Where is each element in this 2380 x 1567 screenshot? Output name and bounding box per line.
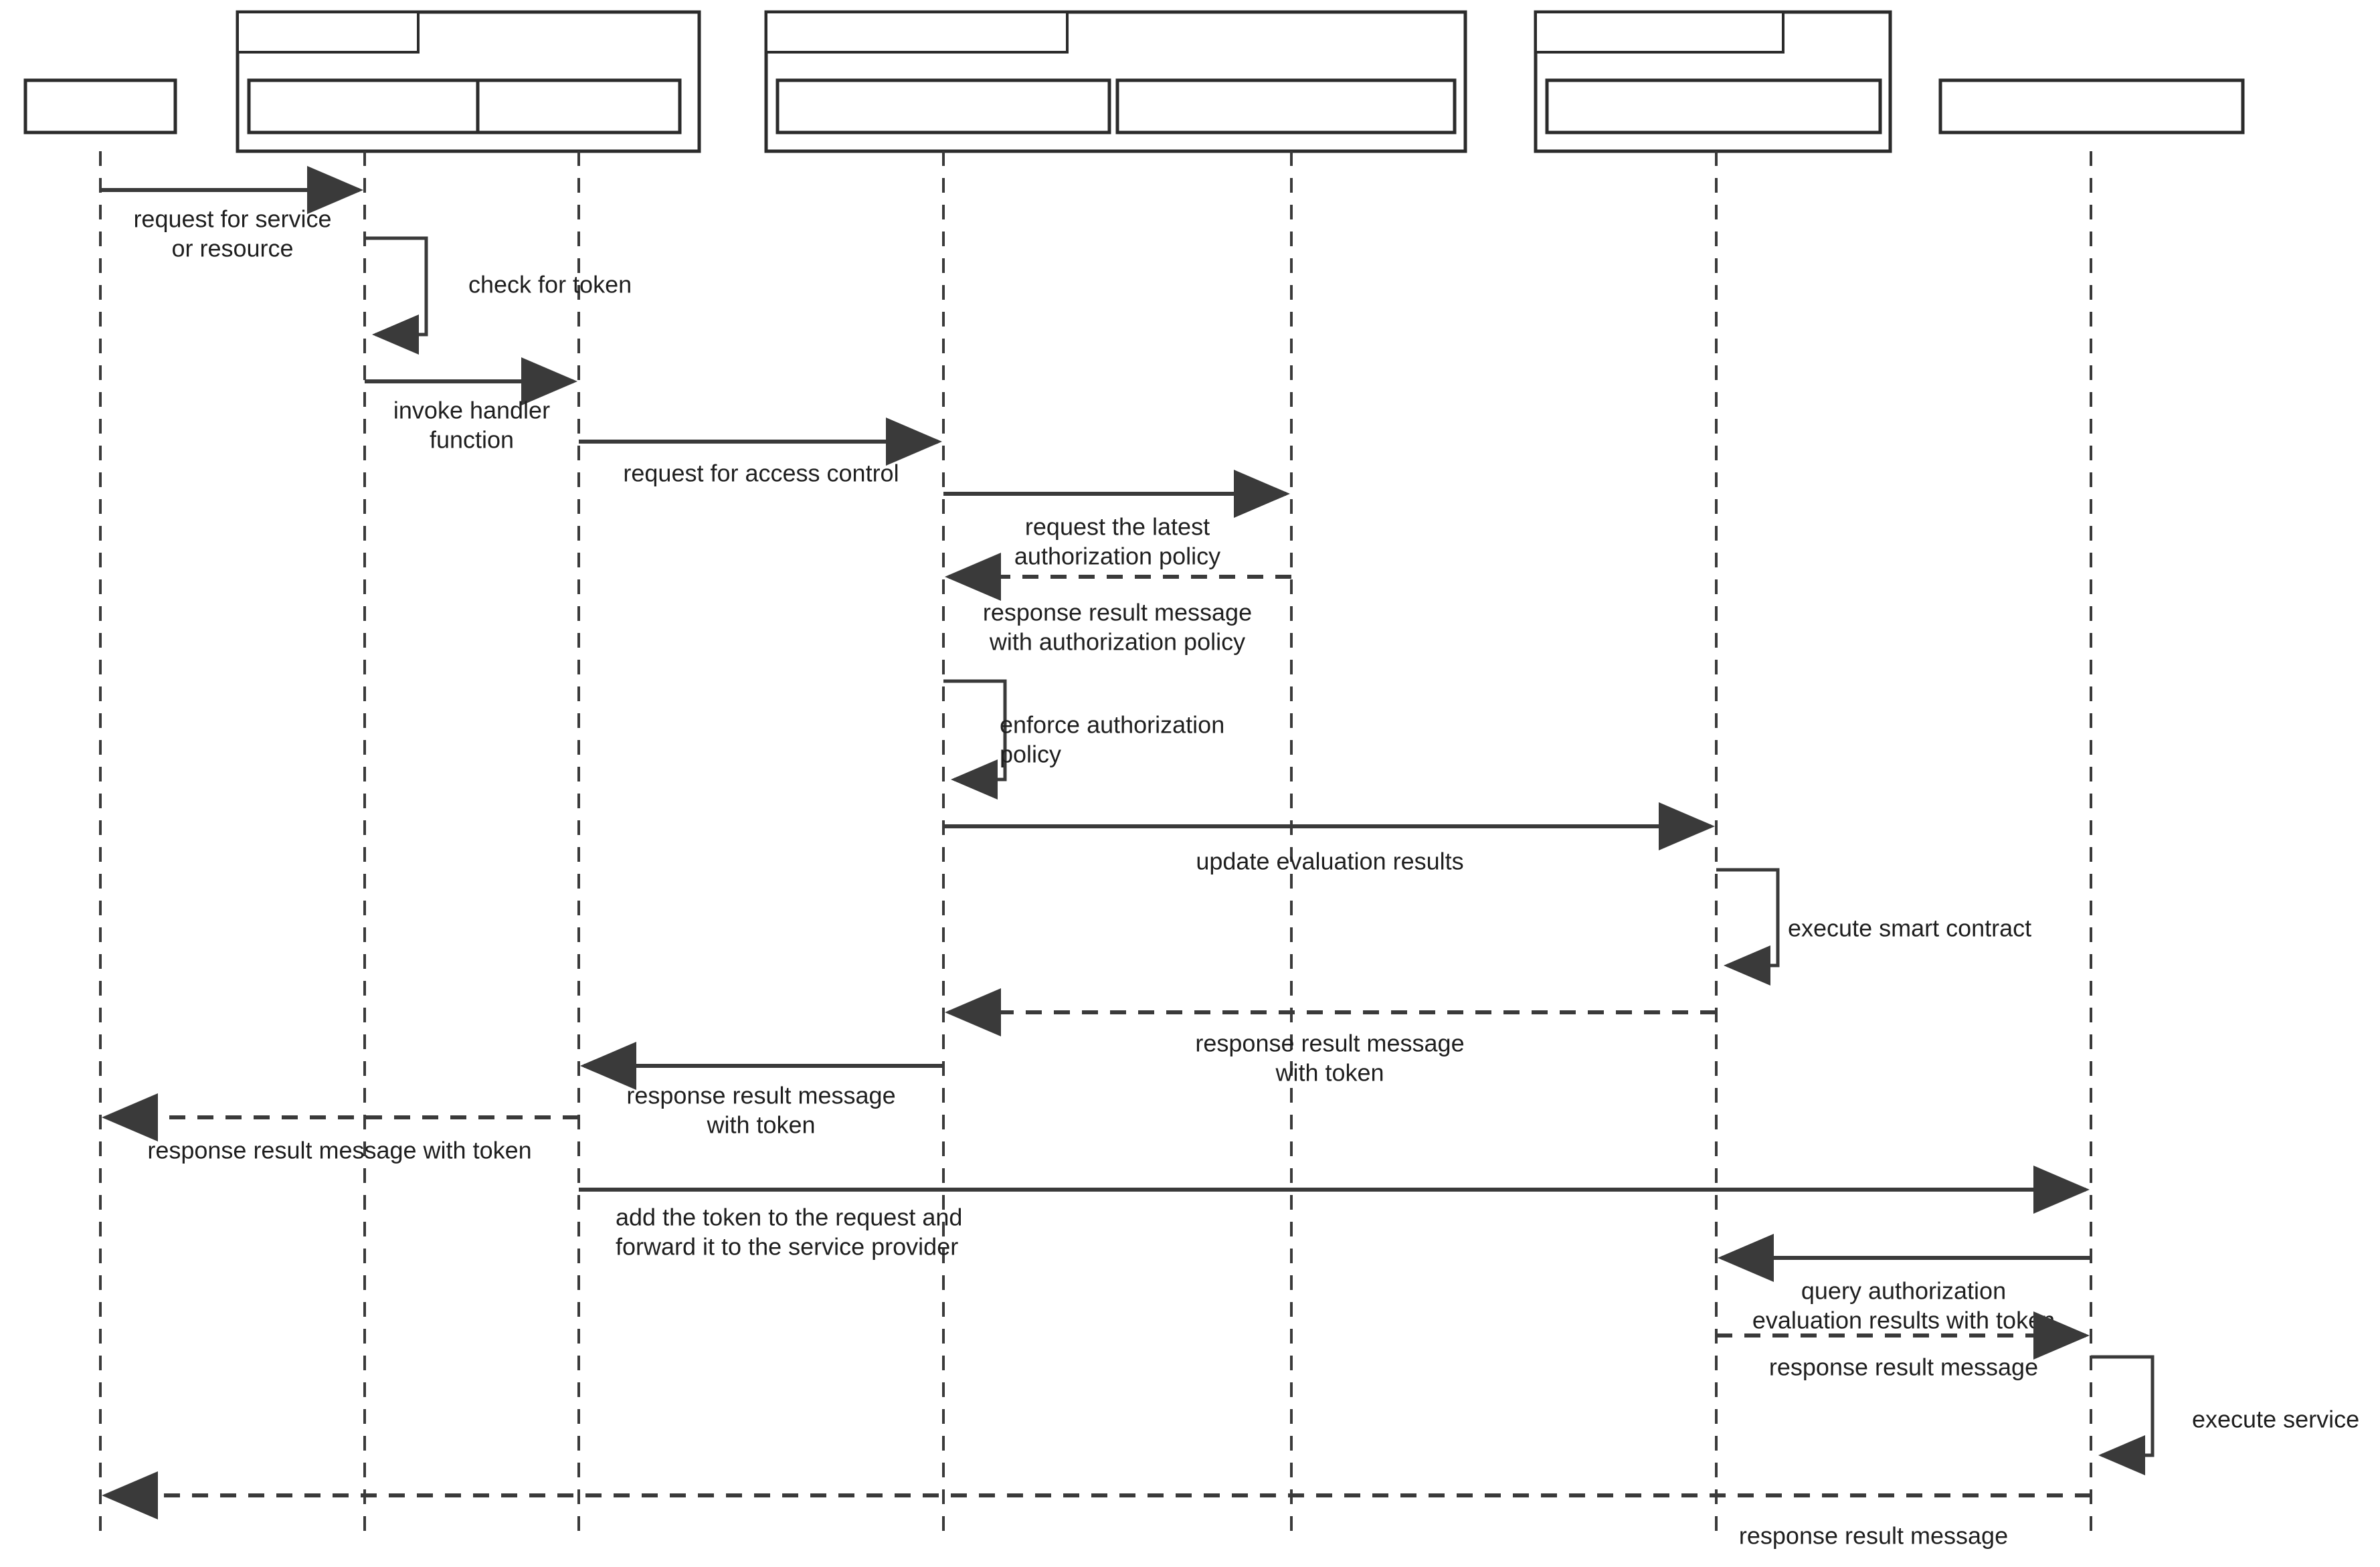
message-label: execute smart contract xyxy=(1788,915,2031,942)
message-label: execute service xyxy=(2192,1406,2359,1433)
message-label: response result message xyxy=(1769,1354,2038,1381)
actor-access-control[interactable] xyxy=(775,78,1111,134)
actor-service-provider[interactable] xyxy=(1938,78,2245,134)
self-message-arrow xyxy=(943,679,1007,800)
message-m12[interactable]: response result message with token xyxy=(102,1093,579,1164)
group-title-tab xyxy=(236,11,420,54)
actor-device[interactable] xyxy=(23,78,177,134)
actor-smart-contract[interactable] xyxy=(1545,78,1882,134)
actor-handler[interactable] xyxy=(476,78,682,134)
group-title-tab xyxy=(765,11,1069,54)
actor-box xyxy=(1545,78,1882,134)
message-label: invoke handler xyxy=(393,397,550,424)
actor-box xyxy=(247,78,482,134)
actor-box xyxy=(775,78,1111,134)
self-message-arrow xyxy=(365,236,428,355)
message-label: query authorization xyxy=(1801,1277,2006,1305)
group-title-tab xyxy=(1534,11,1784,54)
message-m2[interactable]: check for token xyxy=(365,236,632,355)
actor-box xyxy=(23,78,177,134)
message-label: with authorization policy xyxy=(989,628,1245,656)
message-label: function xyxy=(430,426,514,454)
message-label: or resource xyxy=(171,235,293,262)
message-label: request the latest xyxy=(1025,513,1210,541)
group-boxes-layer xyxy=(236,10,1892,153)
message-label: authorization policy xyxy=(1014,543,1220,570)
message-m9[interactable]: execute smart contract xyxy=(1716,868,2031,986)
message-m15[interactable]: response result message xyxy=(1716,1311,2090,1381)
message-label: forward it to the service provider xyxy=(616,1233,958,1261)
actor-box xyxy=(1115,78,1457,134)
actor-box xyxy=(1938,78,2245,134)
self-message-arrow xyxy=(2091,1355,2155,1475)
message-m4[interactable]: request for access control xyxy=(579,418,942,487)
message-label: response result message xyxy=(983,599,1252,626)
message-label: response result message xyxy=(626,1082,895,1109)
message-label: enforce authorization xyxy=(1000,711,1224,739)
message-m16[interactable]: execute service xyxy=(2091,1355,2359,1475)
lifelines-layer xyxy=(99,151,2092,1539)
message-label: evaluation results with token xyxy=(1752,1307,2055,1334)
message-label: request for service xyxy=(133,205,331,233)
message-label: with token xyxy=(706,1111,815,1139)
message-label: response result message with token xyxy=(147,1137,531,1164)
message-m8[interactable]: update evaluation results xyxy=(943,802,1715,875)
message-label: add the token to the request and xyxy=(616,1204,962,1231)
actor-boxes-layer xyxy=(23,78,2245,134)
message-label: check for token xyxy=(468,271,632,298)
message-label: request for access control xyxy=(623,460,899,487)
self-message-arrow xyxy=(1716,868,1780,986)
message-label: response result message xyxy=(1739,1522,2008,1550)
group-hyperledger-fabric xyxy=(1534,10,1892,153)
group-api-gateway xyxy=(236,10,701,153)
actor-security-management[interactable] xyxy=(1115,78,1457,134)
message-label: policy xyxy=(1000,741,1061,768)
message-label: update evaluation results xyxy=(1196,848,1463,875)
message-label: with token xyxy=(1275,1059,1384,1087)
message-label: response result message xyxy=(1195,1030,1464,1057)
actor-controller[interactable] xyxy=(247,78,482,134)
message-m13[interactable]: add the token to the request andforward … xyxy=(579,1166,2090,1261)
message-m17[interactable]: response result message xyxy=(102,1471,2091,1550)
actor-box xyxy=(476,78,682,134)
group-security-authentication xyxy=(764,10,1467,153)
